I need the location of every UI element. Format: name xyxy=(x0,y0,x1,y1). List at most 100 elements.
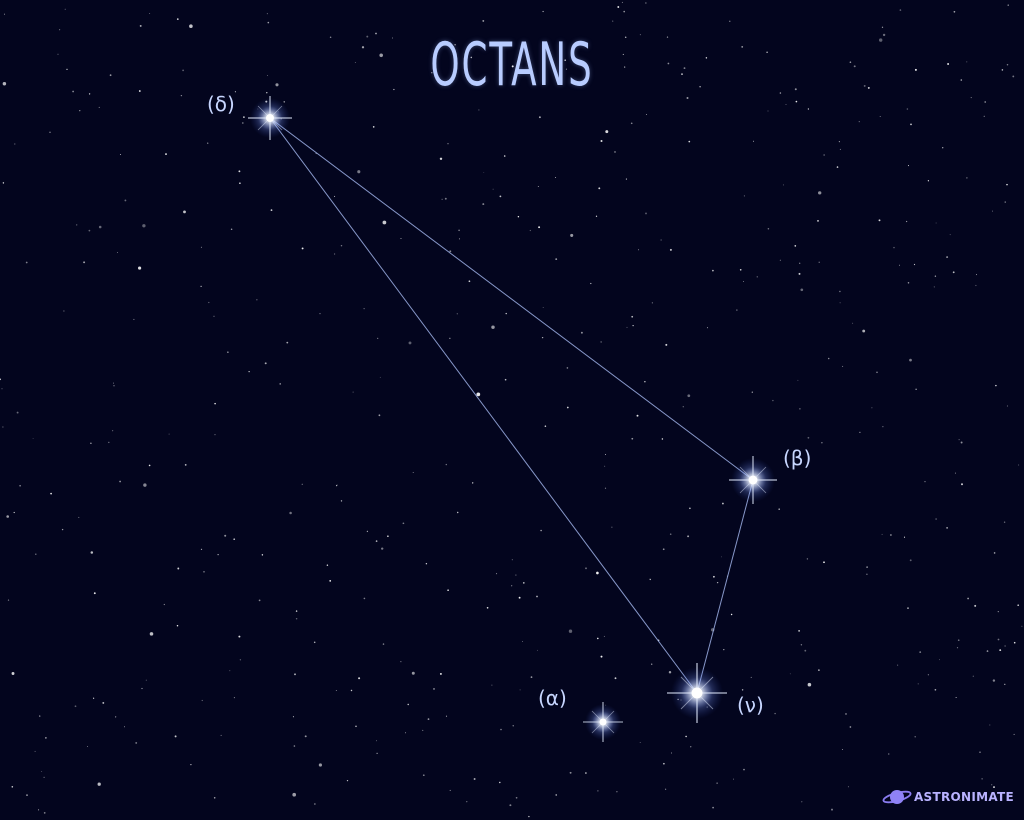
background-star xyxy=(721,556,723,558)
background-star xyxy=(942,147,944,149)
background-star xyxy=(14,143,16,145)
background-star xyxy=(361,46,365,49)
background-star xyxy=(405,732,407,734)
background-star xyxy=(568,629,573,633)
background-star xyxy=(946,527,948,529)
background-star xyxy=(39,715,41,717)
background-star xyxy=(445,463,447,466)
background-star xyxy=(603,635,605,637)
background-star xyxy=(986,650,989,652)
background-star xyxy=(907,607,909,609)
background-star xyxy=(823,561,825,564)
background-star xyxy=(292,716,294,718)
background-star xyxy=(314,803,316,805)
background-star xyxy=(616,791,618,793)
background-star xyxy=(600,341,602,343)
background-star xyxy=(482,19,485,22)
background-star xyxy=(41,771,43,772)
background-star xyxy=(631,315,634,318)
background-star xyxy=(190,763,192,766)
background-star xyxy=(612,20,614,22)
background-star xyxy=(935,518,937,520)
background-star xyxy=(600,140,603,142)
background-star xyxy=(974,604,977,607)
background-star xyxy=(538,116,541,119)
background-star xyxy=(839,148,841,150)
background-star xyxy=(74,705,77,708)
background-star xyxy=(61,528,64,531)
background-star xyxy=(382,220,387,225)
background-star xyxy=(849,726,852,728)
background-star xyxy=(683,67,686,70)
background-star xyxy=(519,689,521,691)
star-label-nu: (ν) xyxy=(737,693,764,717)
background-star xyxy=(11,672,15,675)
background-star xyxy=(201,699,203,702)
background-star xyxy=(818,261,820,263)
background-star xyxy=(915,388,917,390)
background-star xyxy=(372,126,375,128)
background-star xyxy=(743,768,745,771)
background-star xyxy=(665,343,668,346)
background-star xyxy=(289,511,292,515)
background-star xyxy=(739,268,742,271)
background-star xyxy=(470,56,473,59)
background-star xyxy=(447,589,449,592)
constellation-line-delta-nu xyxy=(269,117,698,694)
background-star xyxy=(233,538,236,541)
background-star xyxy=(934,275,937,277)
background-star xyxy=(466,801,468,803)
background-star xyxy=(229,670,231,672)
background-star xyxy=(772,399,774,402)
background-star xyxy=(119,480,121,483)
background-star xyxy=(818,191,822,195)
background-star xyxy=(949,234,951,236)
background-star xyxy=(733,778,735,780)
background-star xyxy=(741,689,744,691)
background-star xyxy=(375,32,377,35)
background-star xyxy=(1013,733,1015,735)
background-star xyxy=(983,115,985,117)
background-star xyxy=(992,210,994,212)
background-star xyxy=(863,84,866,87)
background-star xyxy=(685,735,687,738)
background-star xyxy=(486,606,489,609)
background-star xyxy=(264,362,267,365)
background-star xyxy=(909,559,912,562)
background-star xyxy=(903,536,906,538)
background-star xyxy=(729,20,731,22)
background-star xyxy=(596,571,599,575)
background-star xyxy=(966,61,968,63)
background-star xyxy=(917,683,919,685)
background-star xyxy=(26,794,28,796)
background-star xyxy=(354,61,356,63)
background-star xyxy=(447,143,449,145)
background-star xyxy=(947,63,950,65)
background-star xyxy=(267,21,270,24)
background-star xyxy=(1001,69,1004,71)
background-star xyxy=(522,582,525,584)
background-star xyxy=(741,45,744,48)
background-star xyxy=(617,6,620,8)
background-star xyxy=(798,630,800,632)
background-star xyxy=(953,10,956,13)
background-star xyxy=(852,322,854,324)
background-star xyxy=(544,425,547,427)
background-star xyxy=(7,599,10,601)
background-star xyxy=(6,515,10,518)
background-star xyxy=(716,782,718,784)
background-star xyxy=(93,592,96,595)
background-star xyxy=(976,274,977,276)
background-star xyxy=(801,801,803,803)
background-star xyxy=(97,782,101,786)
background-star xyxy=(933,286,935,288)
star-label-alpha: (α) xyxy=(538,686,567,710)
background-star xyxy=(981,778,983,780)
background-star xyxy=(821,441,823,444)
background-star xyxy=(682,406,684,408)
background-star xyxy=(445,83,448,85)
background-star xyxy=(638,249,640,251)
background-star xyxy=(454,44,456,46)
background-star xyxy=(163,603,165,606)
background-star xyxy=(882,426,884,428)
